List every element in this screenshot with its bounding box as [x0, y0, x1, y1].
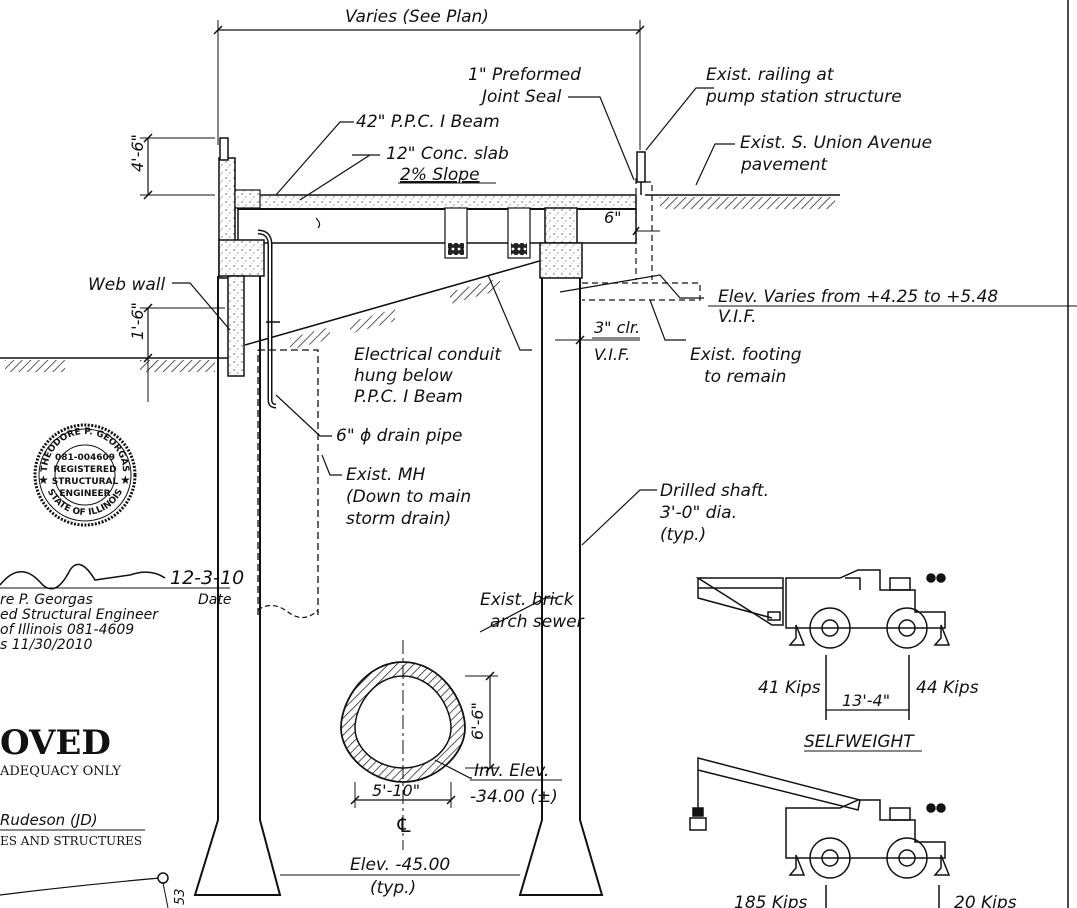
left-abutment: [218, 137, 265, 377]
approval-division: ES AND STRUCTURES: [0, 834, 142, 848]
sewer-label-1: Exist. brick: [480, 590, 575, 610]
seal-license: 081-004609: [55, 453, 115, 463]
electrical-conduits: [444, 207, 531, 259]
joint-seal-label-2: Joint Seal: [479, 87, 562, 107]
footing-label-2: to remain: [704, 367, 786, 387]
seal-engineer: ENGINEER: [59, 489, 110, 499]
existing-manhole: [257, 349, 319, 619]
engineer-date-label: Date: [198, 592, 231, 608]
engineer-seal: THEODORE P. GEORGAS STATE OF ILLINOIS 08…: [33, 423, 137, 527]
engineer-name: re P. Georgas: [0, 592, 93, 608]
seal-star-left: ★: [38, 473, 49, 487]
dim-6-6-label: 6'-6": [468, 702, 487, 740]
conduit-label-2: hung below: [354, 366, 453, 386]
inv-label-1: Inv. Elev.: [474, 761, 549, 781]
shaft-label-2: 3'-0" dia.: [660, 503, 737, 523]
width-label: Varies (See Plan): [345, 7, 489, 27]
dim-13-4-label: 13'-4": [842, 691, 890, 710]
dim-6in-label: 6": [604, 208, 622, 227]
slab-label: 12" Conc. slab: [386, 144, 509, 164]
railing-label-2: pump station structure: [705, 87, 902, 107]
width-dimension: Varies (See Plan): [213, 7, 645, 150]
engineer-license: of Illinois 081-4609: [0, 622, 134, 638]
kips-44-label: 44 Kips: [916, 678, 979, 698]
dim-5-10-label: 5'-10": [372, 781, 420, 800]
approved-adequacy: ADEQUACY ONLY: [0, 764, 121, 779]
signature-date: 12-3-10: [170, 567, 244, 589]
seal-registered: REGISTERED: [53, 465, 116, 475]
seal-structural: STRUCTURAL: [52, 477, 119, 487]
dimension-clr: 3" clr. V.I.F.: [555, 318, 640, 364]
kips-185-label: 185 Kips: [734, 893, 808, 908]
engineer-signature-block: 12-3-10 re P. Georgas Date ed Structural…: [0, 563, 244, 653]
mh-label-3: storm drain): [346, 509, 451, 529]
leader-lines: [172, 87, 735, 779]
right-abutment: [539, 207, 583, 279]
pavement-label-2: pavement: [740, 155, 829, 175]
elev-bottom-label: Elev. -45.00: [350, 855, 450, 875]
dimension-1-6: 1'-6": [128, 302, 225, 402]
elev-varies-label: Elev. Varies from +4.25 to +5.48: [718, 287, 998, 307]
approval-signature: Rudeson (JD): [0, 811, 98, 829]
approval-stamp: OVED ADEQUACY ONLY Rudeson (JD) ES AND S…: [0, 723, 145, 848]
dimension-4-6: 4'-6": [128, 133, 215, 200]
existing-footing: [582, 282, 701, 301]
inv-label-2: -34.00 (±): [470, 787, 558, 807]
footing-label-1: Exist. footing: [690, 345, 802, 365]
drilled-shafts: [193, 276, 604, 896]
clr-vif-label: V.I.F.: [594, 345, 630, 364]
conduit-label-1: Electrical conduit: [354, 345, 502, 365]
centerline-label: ℄: [395, 813, 413, 837]
beam-label: 42" P.P.C. I Beam: [356, 112, 500, 132]
railing-label-1: Exist. railing at: [706, 65, 835, 85]
kips-41-label: 41 Kips: [758, 678, 821, 698]
elev-bottom-typ-label: (typ.): [370, 878, 416, 898]
bottom-elevation: Elev. -45.00 (typ.): [280, 855, 520, 898]
clr-label: 3" clr.: [594, 318, 640, 337]
shaft-label-3: (typ.): [660, 525, 706, 545]
crane-selfweight: [695, 569, 951, 720]
number-53: 53: [173, 888, 188, 905]
slope-label: 2% Slope: [400, 165, 480, 185]
shaft-label-1: Drilled shaft.: [660, 481, 769, 501]
brick-arch-sewer: Exist. brick arch sewer 6'-6" 5'-10" ℄ I…: [340, 590, 585, 850]
joint-seal-label-1: 1" Preformed: [468, 65, 581, 85]
section-leader: 53: [0, 872, 188, 908]
crane-lifting: [689, 757, 951, 908]
engineer-title: ed Structural Engineer: [0, 607, 159, 623]
drain-label: 6" ϕ drain pipe: [336, 426, 463, 446]
web-wall-label: Web wall: [88, 275, 166, 295]
dim-4-6-label: 4'-6": [128, 134, 147, 172]
dim-1-6-label: 1'-6": [128, 302, 147, 340]
pavement-label-1: Exist. S. Union Avenue: [740, 133, 932, 153]
selfweight-label: SELFWEIGHT: [804, 732, 915, 752]
seal-star-right: ★: [120, 473, 131, 487]
sewer-label-2: arch sewer: [490, 612, 585, 632]
drain-pipe: [257, 229, 280, 409]
approved-text: OVED: [0, 723, 111, 763]
existing-railing: [635, 151, 653, 280]
mh-label-2: (Down to main: [346, 487, 471, 507]
conduit-label-3: P.P.C. I Beam: [354, 387, 463, 407]
kips-20-label: 20 Kips: [954, 893, 1017, 908]
existing-ground: [0, 194, 840, 372]
dimension-6in: 6": [604, 208, 660, 236]
mh-label-1: Exist. MH: [346, 465, 426, 485]
engineer-expires: s 11/30/2010: [0, 637, 93, 653]
elev-vif-label: V.I.F.: [718, 307, 757, 327]
